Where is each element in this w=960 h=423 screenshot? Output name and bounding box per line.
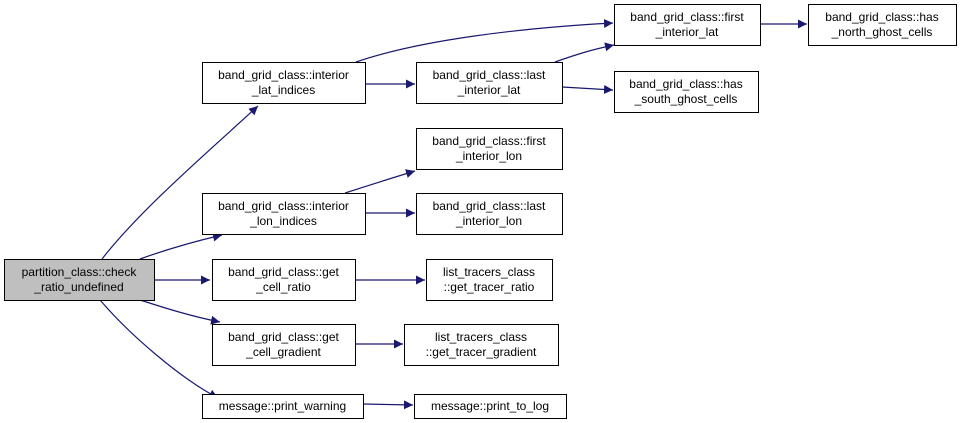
node-label-line: _ratio_undefined	[33, 280, 123, 294]
edge-last_interior_lat-to-first_interior_lat	[554, 42, 615, 63]
node-label-line: _interior_lon	[455, 149, 522, 163]
node-label-line: band_grid_class::has	[825, 10, 938, 24]
node-box	[416, 62, 563, 104]
node-check-ratio[interactable]: partition_class::check_ratio_undefined	[4, 259, 155, 301]
edge-check_ratio-to-get_cell_gradient	[139, 299, 221, 325]
node-label-line: _cell_gradient	[245, 345, 321, 359]
node-get-tracer-ratio[interactable]: list_tracers_class::get_tracer_ratio	[426, 259, 553, 301]
node-label-line: message::print_warning	[219, 399, 346, 413]
node-label-line: _interior_lat	[457, 83, 521, 97]
node-label-line: band_grid_class::get	[228, 330, 339, 344]
node-label-line: _lat_indices	[251, 83, 315, 97]
edges-layer	[99, 18, 807, 410]
node-last-interior-lon[interactable]: band_grid_class::last_interior_lon	[416, 193, 563, 235]
node-label-line: band_grid_class::interior	[218, 68, 349, 82]
node-box	[4, 259, 155, 301]
node-box	[414, 394, 567, 419]
node-box	[808, 4, 957, 46]
node-label-line: message::print_to_log	[431, 399, 549, 413]
node-label-line: partition_class::check	[22, 265, 138, 279]
node-box	[614, 4, 761, 46]
node-box	[614, 71, 759, 113]
edge-interior_lat_indices-to-first_interior_lat	[355, 18, 614, 63]
edge-check_ratio-to-interior_lat_indices	[101, 105, 259, 260]
edge-print_warning-to-print_to_log	[362, 400, 414, 410]
node-label-line: _south_ghost_cells	[634, 92, 738, 106]
node-box	[212, 259, 356, 301]
node-label-line: _interior_lon	[455, 214, 522, 228]
node-box	[202, 62, 366, 104]
node-box	[416, 193, 563, 235]
node-label-line: band_grid_class::get	[228, 265, 339, 279]
node-get-cell-ratio[interactable]: band_grid_class::get_cell_ratio	[212, 259, 356, 301]
node-last-interior-lat[interactable]: band_grid_class::last_interior_lat	[416, 62, 563, 104]
node-has-south-ghost-cells[interactable]: band_grid_class::has_south_ghost_cells	[614, 71, 759, 113]
node-box	[202, 394, 364, 419]
edge-check_ratio-to-print_warning	[99, 299, 219, 399]
node-print-to-log[interactable]: message::print_to_log	[414, 394, 567, 419]
node-label-line: band_grid_class::interior	[218, 199, 349, 213]
node-label-line: band_grid_class::last	[433, 68, 546, 82]
node-label-line: ::get_tracer_gradient	[426, 345, 537, 359]
node-first-interior-lat[interactable]: band_grid_class::first_interior_lat	[614, 4, 761, 46]
node-label-line: _north_ghost_cells	[831, 25, 933, 39]
node-label-line: band_grid_class::has	[629, 77, 742, 91]
edge-check_ratio-to-interior_lon_indices	[139, 232, 223, 260]
node-label-line: _lon_indices	[249, 214, 317, 228]
node-has-north-ghost-cells[interactable]: band_grid_class::has_north_ghost_cells	[808, 4, 957, 46]
node-get-cell-gradient[interactable]: band_grid_class::get_cell_gradient	[212, 324, 356, 366]
node-label-line: _cell_ratio	[255, 280, 311, 294]
node-box	[404, 324, 559, 366]
edge-interior_lon_indices-to-first_interior_lon	[344, 169, 416, 194]
node-label-line: ::get_tracer_ratio	[444, 280, 535, 294]
node-interior-lon-indices[interactable]: band_grid_class::interior_lon_indices	[202, 193, 366, 235]
node-label-line: band_grid_class::first	[630, 10, 744, 24]
node-box	[212, 324, 356, 366]
node-label-line: list_tracers_class	[435, 330, 527, 344]
node-label-line: list_tracers_class	[443, 265, 535, 279]
node-first-interior-lon[interactable]: band_grid_class::first_interior_lon	[416, 128, 563, 170]
node-label-line: band_grid_class::first	[432, 134, 546, 148]
node-label-line: band_grid_class::last	[433, 199, 546, 213]
node-get-tracer-gradient[interactable]: list_tracers_class::get_tracer_gradient	[404, 324, 559, 366]
edge-last_interior_lat-to-has_south_ghost_cells	[561, 84, 614, 94]
node-box	[426, 259, 553, 301]
nodes-layer: partition_class::check_ratio_undefinedba…	[4, 4, 957, 419]
node-box	[416, 128, 563, 170]
node-print-warning[interactable]: message::print_warning	[202, 394, 364, 419]
node-box	[202, 193, 366, 235]
node-interior-lat-indices[interactable]: band_grid_class::interior_lat_indices	[202, 62, 366, 104]
node-label-line: _interior_lat	[655, 25, 719, 39]
